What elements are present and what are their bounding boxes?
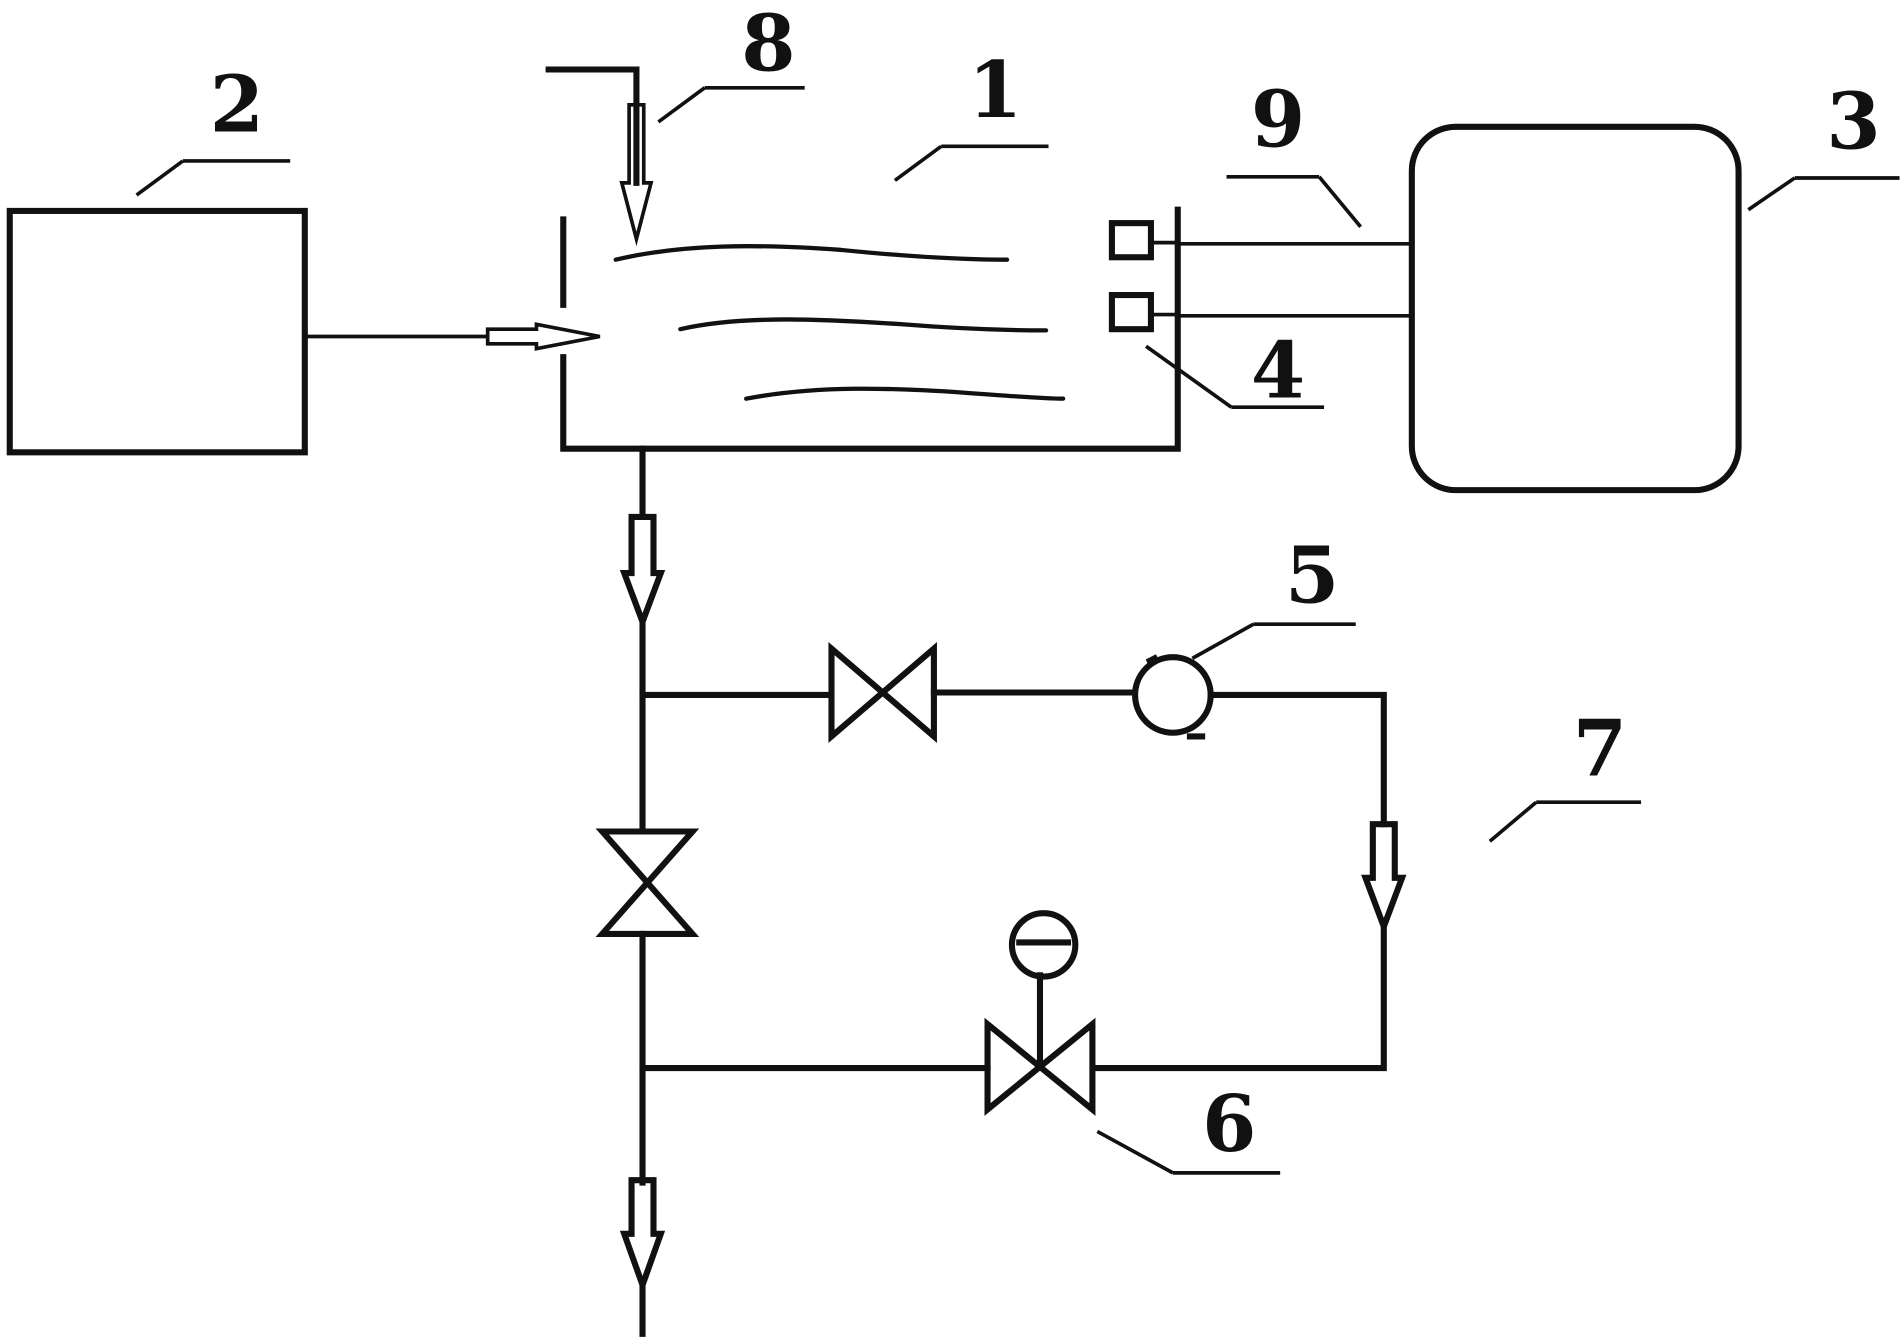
tank-body: [560, 206, 1181, 452]
label-control-valve: 6: [1202, 1079, 1256, 1170]
left-unit-leader: [135, 159, 184, 197]
tank-wave-1: [613, 244, 1010, 262]
control-valve: [984, 1017, 1096, 1116]
inlet-leader: [657, 86, 706, 124]
label-circuit: 7: [1573, 703, 1627, 794]
pump: [1132, 654, 1214, 736]
label-right-unit: 3: [1826, 77, 1880, 168]
label-connection: 9: [1251, 74, 1305, 165]
left-unit-box: [6, 207, 308, 456]
main-valve: [595, 828, 700, 937]
feed-arrow: [485, 322, 601, 351]
control-valve-leader: [1096, 1129, 1174, 1175]
circuit-leader: [1488, 800, 1538, 843]
tank-wave-2: [678, 317, 1049, 333]
label-sensor: 4: [1251, 325, 1305, 416]
sensor-leader: [1144, 344, 1233, 409]
label-left-unit: 2: [210, 60, 264, 151]
pump-leader: [1191, 622, 1255, 660]
inlet-arrow: [619, 103, 654, 247]
outlet-arrow-top: [619, 513, 666, 631]
inlet-pipe: [545, 66, 640, 186]
tank-leader: [893, 144, 943, 182]
label-pump: 5: [1285, 530, 1339, 621]
sensor-lower: [1108, 291, 1154, 333]
outlet-arrow-bottom: [619, 1177, 666, 1295]
right-unit-box: [1408, 123, 1742, 494]
upper-manual-valve: [828, 641, 937, 744]
return-arrow: [1361, 821, 1407, 936]
label-tank: 1: [968, 45, 1022, 136]
control-valve-actuator: [1008, 910, 1079, 980]
right-unit-leader: [1747, 176, 1796, 212]
tank-wave-3: [744, 386, 1066, 401]
label-inlet: 8: [741, 0, 795, 90]
sensor-upper: [1108, 220, 1154, 261]
